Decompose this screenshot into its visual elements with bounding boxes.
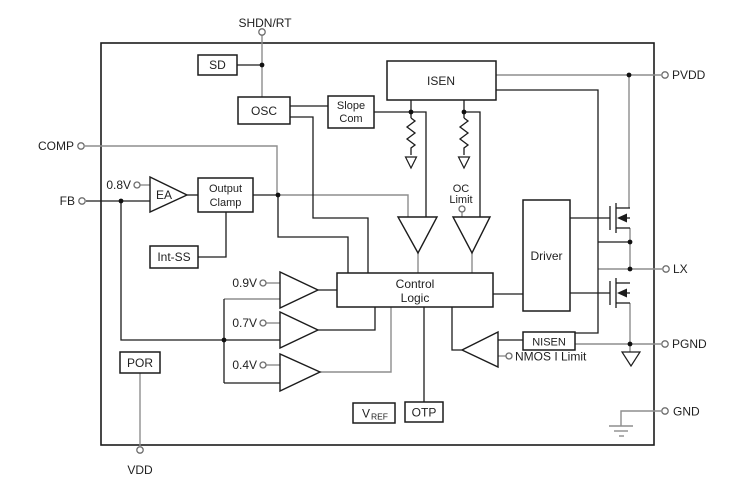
block-driver-label: Driver: [531, 249, 563, 263]
ref-0v8-label: 0.8V: [106, 178, 131, 192]
block-por-label: POR: [127, 356, 153, 370]
block-osc-label: OSC: [251, 104, 277, 118]
comparator-0v4: [279, 352, 322, 393]
pin-vdd-label: VDD: [127, 463, 153, 477]
block-int-ss: Int-SS: [149, 245, 199, 269]
pin-vdd: VDD: [127, 446, 153, 477]
body-diode-arrow-icon: [617, 213, 627, 223]
block-slope-label1: Slope: [337, 100, 365, 112]
ref-0v4: 0.4V: [232, 358, 267, 372]
ref-oc-label1: OC: [453, 183, 470, 195]
block-nisen: NISEN: [522, 331, 576, 351]
block-driver: Driver: [522, 199, 571, 312]
block-clamp-label2: Clamp: [210, 197, 242, 209]
highside-mosfet-icon: [609, 203, 630, 233]
pin-pgnd-label: PGND: [672, 337, 707, 351]
block-isen-label: ISEN: [427, 74, 455, 88]
gnd-earth-icon: [609, 425, 633, 437]
ref-oc-limit: OC Limit: [449, 183, 473, 213]
block-control-logic: Control Logic: [336, 272, 494, 308]
pin-fb: FB: [60, 194, 86, 208]
oc-limit-comparator: [451, 216, 492, 255]
pin-lx: LX: [662, 262, 688, 276]
ic-boundary: [100, 42, 655, 446]
pin-pvdd: PVDD: [661, 68, 706, 82]
ref-0v7-label: 0.7V: [232, 316, 257, 330]
body-diode-arrow-icon: [617, 288, 627, 298]
block-sd-label: SD: [209, 58, 226, 72]
block-control-label2: Logic: [401, 291, 430, 305]
pin-pgnd: PGND: [661, 337, 707, 351]
junction-dots: [118, 62, 633, 347]
block-control-label1: Control: [396, 277, 435, 291]
ref-0v4-label: 0.4V: [232, 358, 257, 372]
block-slope-label2: Com: [339, 113, 362, 125]
ref-0v9: 0.9V: [232, 276, 267, 290]
lowside-mosfet-icon: [609, 278, 630, 308]
current-arrow-icon: [457, 156, 471, 170]
block-isen: ISEN: [386, 60, 497, 101]
error-amp-label: EA: [156, 188, 172, 202]
pin-comp: COMP: [38, 139, 85, 153]
block-slope-comp: Slope Com: [327, 95, 375, 129]
block-otp: OTP: [404, 401, 444, 423]
pwm-comparator: [396, 216, 439, 255]
pin-pvdd-label: PVDD: [672, 68, 706, 82]
comparator-0v7: [279, 310, 320, 350]
block-int-ss-label: Int-SS: [157, 250, 190, 264]
pin-gnd: GND: [661, 405, 700, 419]
current-arrow-icon: [404, 156, 418, 170]
nmos-limit-comparator: [460, 330, 499, 369]
pin-shdn-rt: SHDN/RT: [238, 16, 292, 36]
ref-nmos-i-limit-label: NMOS I Limit: [515, 350, 587, 364]
pin-lx-label: LX: [673, 262, 688, 276]
ref-nmos-i-limit: NMOS I Limit: [505, 350, 587, 364]
pin-fb-label: FB: [60, 194, 75, 208]
block-osc: OSC: [237, 96, 291, 125]
pin-gnd-label: GND: [673, 405, 700, 419]
block-vref-label: V: [362, 407, 370, 421]
isen-resistor-right: [457, 117, 471, 170]
ref-oc-label2: Limit: [449, 194, 472, 206]
pin-shdn-rt-label: SHDN/RT: [238, 16, 292, 30]
block-sd: SD: [197, 54, 238, 76]
block-vref-sub-label: REF: [371, 412, 388, 422]
comparator-0v9: [279, 270, 320, 310]
error-amplifier: EA: [149, 175, 189, 214]
block-otp-label: OTP: [412, 406, 437, 420]
ref-0v7: 0.7V: [232, 316, 267, 330]
block-output-clamp: Output Clamp: [197, 177, 254, 213]
ref-0v8: 0.8V: [106, 178, 141, 192]
wires-gray: [85, 35, 662, 446]
block-por: POR: [119, 351, 161, 374]
pin-comp-label: COMP: [38, 139, 74, 153]
wires-black: [86, 64, 630, 402]
block-clamp-label1: Output: [209, 183, 242, 195]
isen-resistor-left: [404, 117, 418, 170]
block-nisen-label: NISEN: [532, 337, 566, 349]
ref-0v9-label: 0.9V: [232, 276, 257, 290]
block-vref: V REF: [352, 402, 396, 424]
pgnd-ground-icon: [620, 351, 642, 368]
